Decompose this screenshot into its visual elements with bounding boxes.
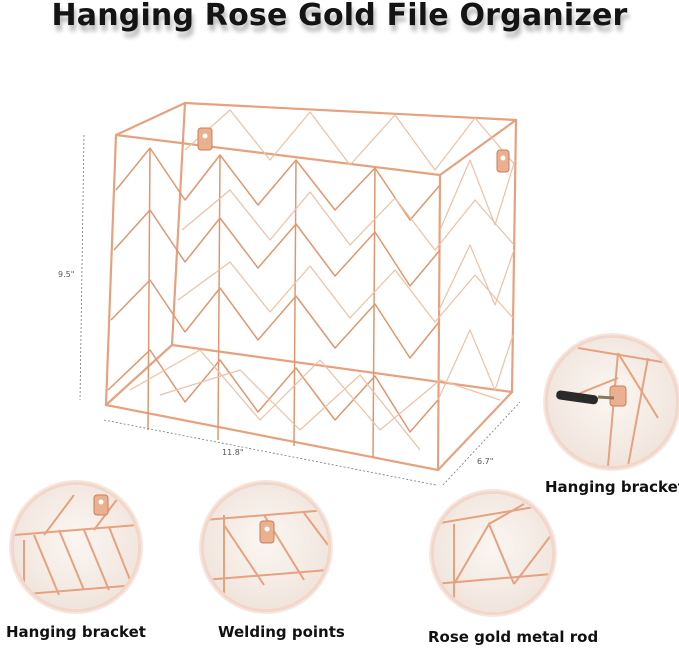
label-rose-gold-metal-rod: Rose gold metal rod xyxy=(428,628,599,646)
label-hanging-bracket-right: Hanging bracket xyxy=(545,478,679,496)
hanging-bracket-detail-left xyxy=(14,485,138,609)
label-welding-points: Welding points xyxy=(218,623,345,641)
hanging-bracket-detail-right xyxy=(548,338,676,466)
dimension-depth: 6.7" xyxy=(477,457,494,466)
dimension-length: 11.8" xyxy=(222,448,244,457)
dimension-height: 9.5" xyxy=(58,270,75,279)
welding-points-detail xyxy=(204,485,328,609)
label-hanging-bracket-left: Hanging bracket xyxy=(6,623,146,641)
rose-gold-rod-detail xyxy=(434,494,552,612)
product-title: Hanging Rose Gold File Organizer xyxy=(51,0,628,33)
